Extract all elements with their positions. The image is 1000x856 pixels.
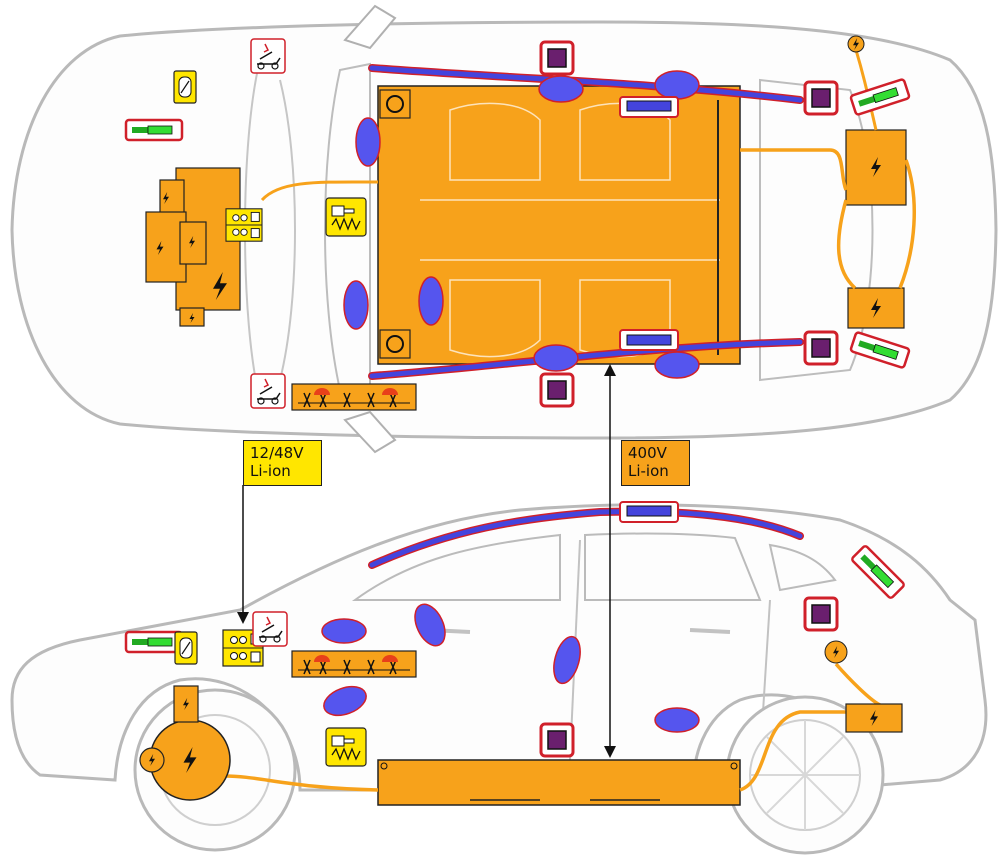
callout-hv-battery-line1: 400V: [628, 444, 667, 462]
top-view-mirror-right: [343, 410, 397, 454]
top-view-front-hv-unit: [145, 167, 241, 327]
callout-12v-battery-line1: 12/48V: [250, 444, 304, 462]
gas-strut-icon: [124, 630, 184, 654]
rollover-protection-icon: [291, 383, 417, 411]
side-view: [10, 501, 988, 855]
gas-generator-icon: [539, 40, 575, 76]
side-view-curtain-airbag: [368, 507, 804, 569]
seatbelt-pretensioner-icon: [325, 727, 367, 767]
callout-hv-battery: 400V Li-ion: [621, 440, 690, 486]
top-view-rollover-corners: [379, 89, 411, 359]
side-view-windows: [351, 532, 837, 601]
control-unit-icon: [174, 631, 198, 665]
gas-strut-icon: [124, 118, 184, 142]
side-view-hv-cables: [224, 662, 881, 792]
callout-leaders: [237, 364, 616, 758]
side-view-front-motor: [139, 685, 231, 801]
top-view-hv-cables-rear: [740, 148, 917, 290]
side-view-body-outline: [10, 503, 988, 792]
gas-generator-icon: [803, 330, 839, 366]
callout-hv-battery-line2: Li-ion: [628, 462, 669, 480]
top-view-airbags: [343, 70, 700, 379]
callout-12v-battery-line2: Li-ion: [250, 462, 291, 480]
seatbelt-pretensioner-icon: [325, 197, 367, 237]
side-view-rear-wheel: [725, 695, 885, 855]
pedestrian-protection-icon: [250, 373, 286, 409]
top-view-mirror-left: [343, 4, 397, 50]
top-view: [10, 4, 998, 454]
callout-12v-battery: 12/48V Li-ion: [243, 440, 322, 486]
rollover-protection-icon: [291, 650, 417, 678]
top-view-curtain-generators: [619, 96, 679, 351]
control-unit-icon: [173, 70, 197, 104]
side-view-hv-battery: [377, 759, 741, 806]
pedestrian-protection-icon: [250, 38, 286, 74]
gas-generator-icon: [803, 80, 839, 116]
gas-generator-icon: [803, 596, 839, 632]
gas-generator-icon: [539, 722, 575, 758]
side-view-curtain-generator: [619, 501, 679, 523]
pedestrian-protection-icon: [252, 611, 288, 647]
gas-generator-icon: [539, 372, 575, 408]
side-view-airbags: [321, 603, 700, 733]
top-view-12v-battery-icon: [225, 208, 263, 242]
